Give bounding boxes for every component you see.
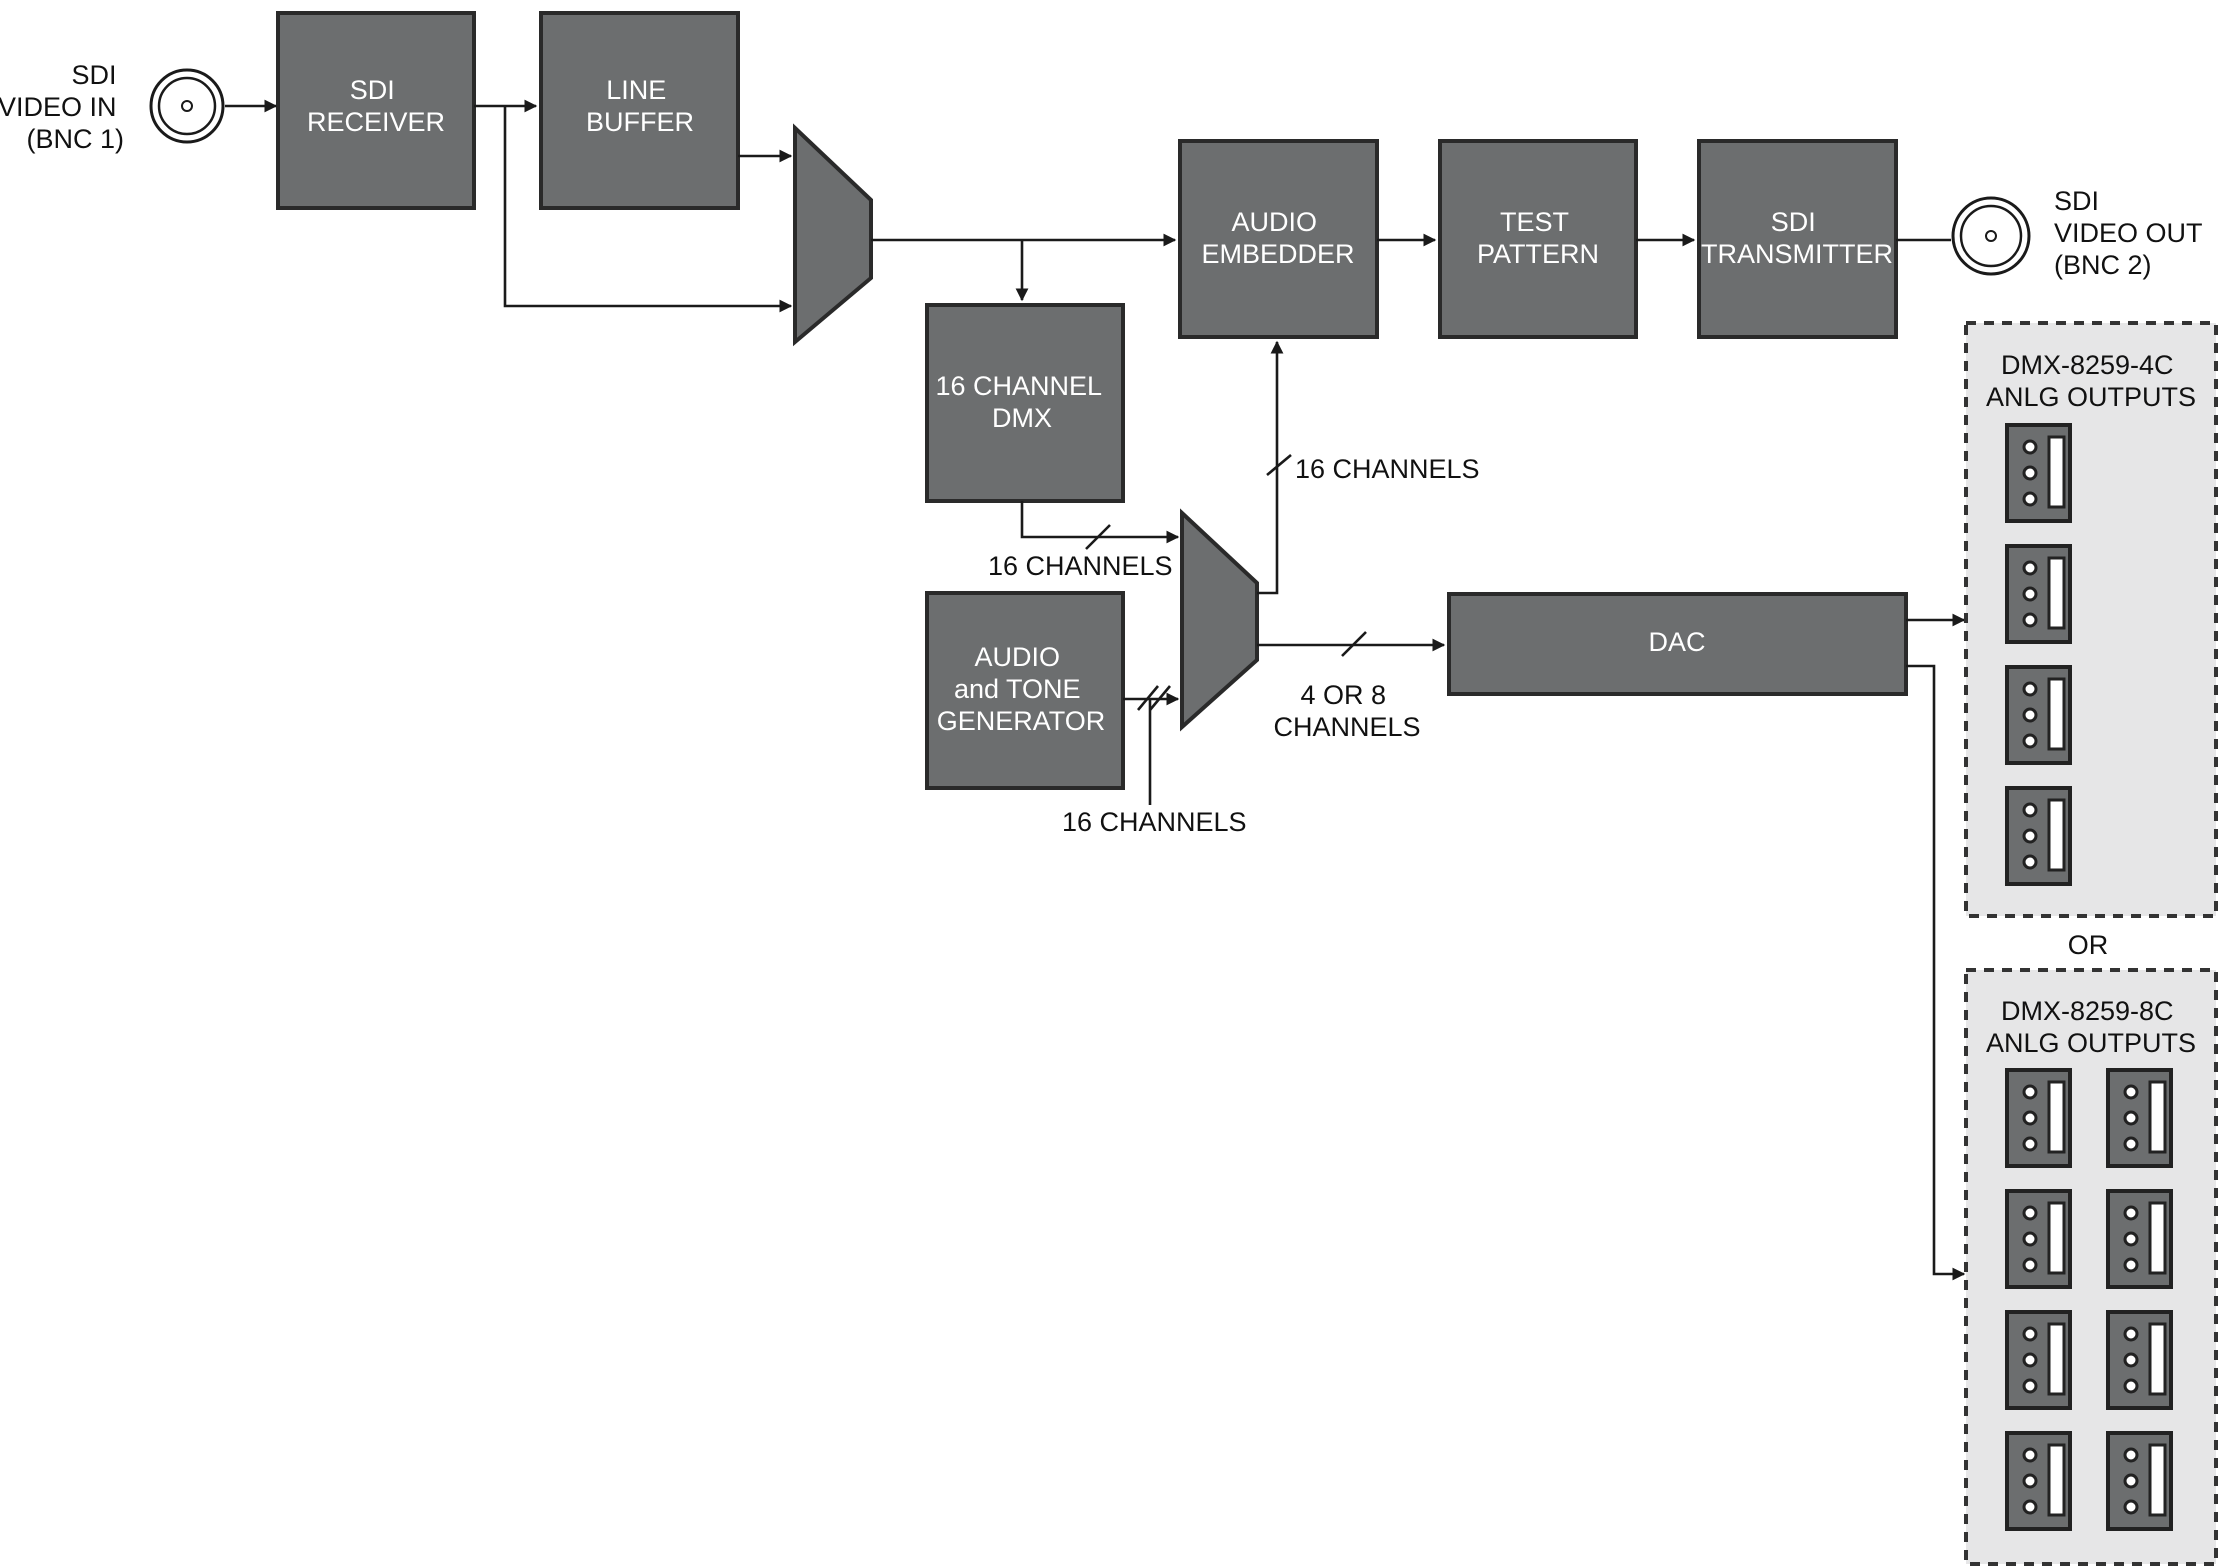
- sdi-video-out-label: SDI VIDEO OUT (BNC 2): [2054, 186, 2210, 280]
- analog-output-connector-8: [2106, 1431, 2173, 1531]
- bus-label-dac: 4 OR 8 CHANNELS: [1273, 680, 1420, 742]
- dmx-16-channel-block: 16 CHANNEL DMX: [925, 303, 1125, 503]
- analog-output-connector-6: [2106, 1310, 2173, 1410]
- audio-embedder-label: AUDIO EMBEDDER: [1201, 207, 1354, 269]
- sdi-receiver-block: SDI RECEIVER: [276, 11, 476, 210]
- analog-output-connector-3: [2005, 1189, 2072, 1289]
- bus-label-generator: 16 CHANNELS: [1062, 807, 1247, 837]
- analog-output-connector-1: [2005, 423, 2072, 523]
- audio-multiplexer: [1180, 508, 1259, 732]
- panel-8-channel-title: DMX-8259-8C ANLG OUTPUTS: [1986, 996, 2196, 1058]
- dac-label: DAC: [1648, 627, 1705, 657]
- test-pattern-label: TEST PATTERN: [1477, 207, 1599, 269]
- analog-output-connector-5: [2005, 1310, 2072, 1410]
- signal-wires: [225, 99, 1966, 1281]
- bus-label-dmx: 16 CHANNELS: [988, 551, 1173, 581]
- analog-output-connector-1: [2005, 1068, 2072, 1168]
- analog-output-connector-4: [2106, 1189, 2173, 1289]
- sdi-video-in-label: SDI VIDEO IN (BNC 1): [0, 60, 124, 154]
- audio-embedder-block: AUDIO EMBEDDER: [1178, 139, 1379, 339]
- analog-output-connector-7: [2005, 1431, 2072, 1531]
- line-buffer-block: LINE BUFFER: [539, 11, 740, 210]
- panel-8-channel-outputs: DMX-8259-8C ANLG OUTPUTS: [1964, 968, 2218, 1566]
- panel-4-channel-outputs: DMX-8259-4C ANLG OUTPUTS: [1964, 321, 2218, 918]
- panel-separator-or: OR: [2068, 930, 2109, 960]
- analog-output-connector-3: [2005, 665, 2072, 765]
- dac-block: DAC: [1447, 592, 1908, 696]
- bnc-input-connector: [149, 68, 225, 144]
- video-multiplexer: [793, 123, 873, 347]
- audio-tone-generator-block: AUDIO and TONE GENERATOR: [925, 591, 1125, 790]
- bnc-output-connector: [1951, 196, 2031, 276]
- connector-grid-8c: [2005, 1068, 2173, 1531]
- sdi-receiver-label: SDI RECEIVER: [307, 75, 445, 137]
- panel-4-channel-title: DMX-8259-4C ANLG OUTPUTS: [1986, 350, 2196, 412]
- sdi-transmitter-label: SDI TRANSMITTER: [1701, 207, 1893, 269]
- bus-width-marks: [1085, 454, 1367, 711]
- analog-output-connector-2: [2005, 544, 2072, 644]
- sdi-transmitter-block: SDI TRANSMITTER: [1697, 139, 1898, 339]
- test-pattern-block: TEST PATTERN: [1438, 139, 1638, 339]
- analog-output-connector-4: [2005, 786, 2072, 886]
- audio-tone-generator-label: AUDIO and TONE GENERATOR: [937, 642, 1106, 736]
- connector-column-4c: [2005, 423, 2072, 886]
- line-buffer-label: LINE BUFFER: [586, 75, 694, 137]
- dmx-16-channel-label: 16 CHANNEL DMX: [935, 371, 1108, 433]
- analog-output-connector-2: [2106, 1068, 2173, 1168]
- bus-label-embedder: 16 CHANNELS: [1295, 454, 1480, 484]
